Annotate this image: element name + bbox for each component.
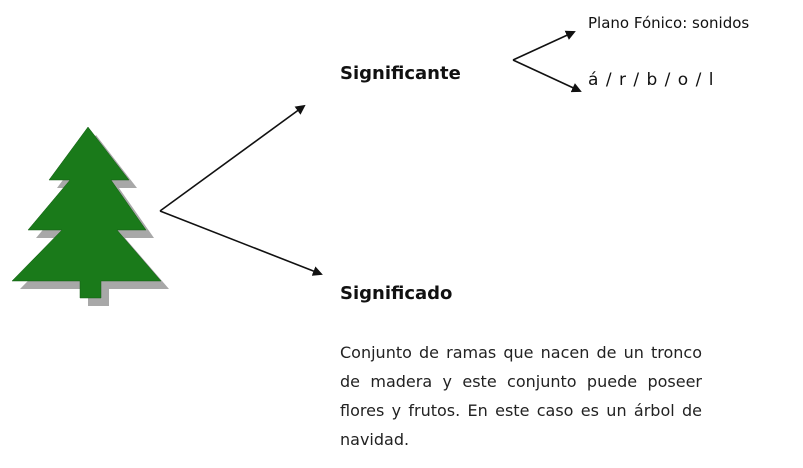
arrow-to-signified (159, 210, 323, 276)
signifier-title: Significante (340, 63, 461, 84)
signified-title: Significado (340, 283, 453, 304)
pine-tree-icon (11, 126, 162, 299)
arrow-to-phonic-plane (512, 30, 576, 61)
phonic-plane-label: Plano Fónico: sonidos (588, 14, 750, 32)
arrow-to-phonemes (512, 59, 582, 93)
arrow-to-signifier (159, 104, 306, 212)
phonemes-label: á / r / b / o / l (588, 70, 715, 90)
signified-definition: Conjunto de ramas que nacen de un tronco… (340, 343, 702, 449)
